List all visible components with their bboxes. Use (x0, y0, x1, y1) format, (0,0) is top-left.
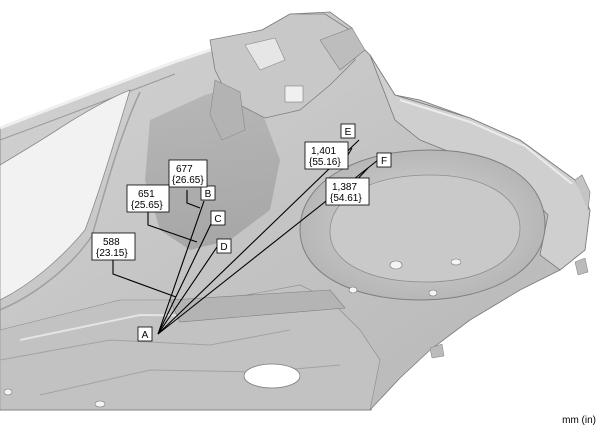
point-e-box (340, 123, 356, 139)
dim-651-mm: 651 (138, 189, 155, 200)
point-labels: A B C D E F (137, 123, 392, 342)
dim-588-mm: 588 (103, 237, 120, 248)
point-d-box (216, 238, 232, 254)
dim-588-line (112, 259, 177, 298)
dim-1387-in: {54.61} (330, 193, 362, 204)
dim-1401-box (304, 141, 349, 170)
body-shell (0, 11, 591, 411)
dim-1401-mm: 1,401 (311, 146, 336, 157)
leader-a-d (157, 246, 218, 335)
point-a-label: A (142, 330, 149, 341)
dim-677-box (168, 159, 208, 188)
dim-677-mm: 677 (176, 164, 193, 175)
dim-677-line (186, 190, 201, 209)
leader-a-b (157, 200, 205, 335)
dim-1387-box (325, 177, 370, 206)
dim-677-in: {26.65} (172, 175, 204, 186)
point-b-box (200, 185, 216, 201)
dim-1387-mm: 1,387 (332, 182, 357, 193)
dim-588-box (91, 232, 136, 261)
point-f-label: F (381, 156, 387, 167)
leader-a-e (157, 139, 360, 335)
dim-651-box (126, 184, 170, 213)
point-c-box (210, 210, 226, 226)
point-a-box (137, 326, 153, 342)
point-d-label: D (220, 242, 227, 253)
dim-651-in: {25.65} (131, 200, 163, 211)
point-f-box (376, 152, 392, 168)
dimension-labels: 677 {26.65} 651 {25.65} 588 {23.15} 1,40… (91, 141, 370, 261)
point-b-label: B (205, 189, 212, 200)
point-e-label: E (345, 127, 352, 138)
dim-651-line (147, 211, 198, 243)
unit-caption: mm (in) (562, 415, 596, 425)
leader-a-c (157, 223, 212, 335)
dim-1401-in: {55.16} (309, 157, 341, 168)
dim-588-in: {23.15} (96, 248, 128, 259)
point-c-label: C (214, 214, 221, 225)
